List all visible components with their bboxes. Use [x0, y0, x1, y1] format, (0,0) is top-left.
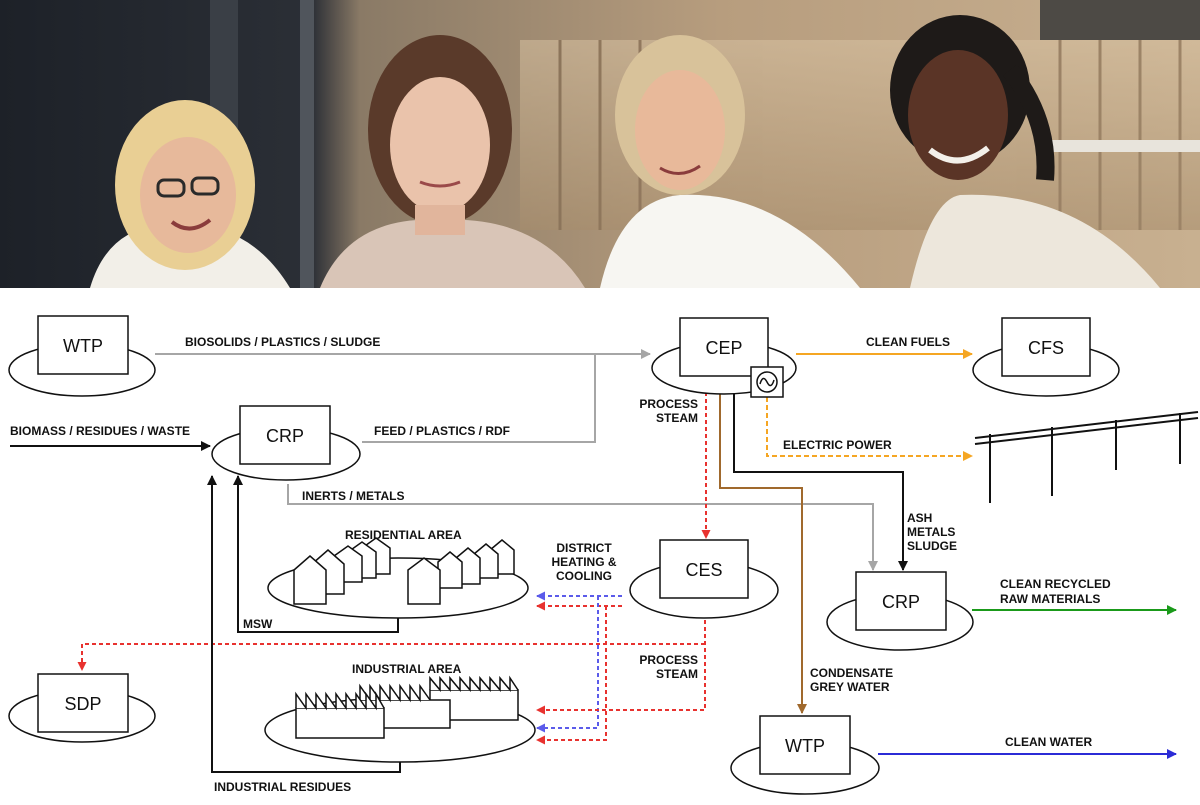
- label-condensate: CONDENSATE: [810, 666, 893, 680]
- flow-district-red-ind: [536, 606, 607, 745]
- node-ces[interactable]: CES: [629, 539, 779, 619]
- node-sdp[interactable]: SDP: [8, 673, 156, 743]
- label-sludge: SLUDGE: [907, 539, 957, 553]
- label-ash: ASH: [907, 511, 932, 525]
- label-clean-fuels: CLEAN FUELS: [866, 335, 950, 349]
- node-wtp-top[interactable]: WTP: [8, 315, 156, 397]
- node-label: WTP: [785, 736, 825, 756]
- label-industrial-area: INDUSTRIAL AREA: [352, 662, 462, 676]
- node-label: CFS: [1028, 338, 1064, 358]
- power-line-icon: [974, 411, 1199, 503]
- flow-lines: [10, 349, 1177, 773]
- person-1-figure: [90, 100, 290, 288]
- flow-condensate: [719, 370, 807, 714]
- label-msw: MSW: [243, 617, 273, 631]
- label-district-2: HEATING &: [551, 555, 616, 569]
- label-process-steam-top-2: STEAM: [656, 411, 698, 425]
- label-process-steam-top-1: PROCESS: [639, 397, 698, 411]
- flow-inerts: [287, 484, 878, 571]
- label-clean-recycled-1: CLEAN RECYCLED: [1000, 577, 1111, 591]
- flow-msw: [233, 475, 399, 633]
- label-clean-recycled-2: RAW MATERIALS: [1000, 592, 1100, 606]
- person-2-figure: [320, 35, 585, 288]
- node-crp-right[interactable]: CRP: [826, 571, 974, 651]
- person-4-figure: [890, 15, 1160, 288]
- node-label: SDP: [64, 694, 101, 714]
- generator-icon: [750, 366, 784, 398]
- node-label: CRP: [882, 592, 920, 612]
- label-district-1: DISTRICT: [556, 541, 612, 555]
- label-inerts-metals: INERTS / METALS: [302, 489, 404, 503]
- label-feed: FEED / PLASTICS / RDF: [374, 424, 510, 438]
- flow-feed: [362, 354, 596, 443]
- node-label: CRP: [266, 426, 304, 446]
- label-district-3: COOLING: [556, 569, 612, 583]
- label-process-steam-bottom-2: STEAM: [656, 667, 698, 681]
- person-3-figure: [600, 35, 860, 288]
- industrial-area: [264, 675, 536, 763]
- label-biomass: BIOMASS / RESIDUES / WASTE: [10, 424, 190, 438]
- node-label: WTP: [63, 336, 103, 356]
- flow-process-steam-bottom: [536, 620, 706, 715]
- factory-icons: [295, 675, 519, 739]
- process-flow-diagram: WTP CRP CEP CFS CES: [0, 288, 1200, 800]
- team-photo-illustration: [0, 0, 1200, 288]
- flow-electric-power: [766, 397, 973, 461]
- label-grey-water: GREY WATER: [810, 680, 890, 694]
- label-process-steam-bottom-1: PROCESS: [639, 653, 698, 667]
- flow-industrial-residues: [207, 475, 401, 773]
- label-metals: METALS: [907, 525, 955, 539]
- node-cfs[interactable]: CFS: [972, 317, 1120, 397]
- node-label: CEP: [705, 338, 742, 358]
- label-industrial-residues: INDUSTRIAL RESIDUES: [214, 780, 351, 794]
- label-biosolids: BIOSOLIDS / PLASTICS / SLUDGE: [185, 335, 380, 349]
- diagram-canvas: WTP CRP CEP CFS CES: [8, 315, 1199, 795]
- node-crp-left[interactable]: CRP: [211, 405, 361, 481]
- flow-steam-sdp: [77, 643, 705, 671]
- flow-labels: BIOSOLIDS / PLASTICS / SLUDGE BIOMASS / …: [10, 335, 1111, 794]
- flow-ash: [733, 362, 908, 571]
- header-photo: [0, 0, 1200, 288]
- label-residential-area: RESIDENTIAL AREA: [345, 528, 462, 542]
- flow-district-blue-ind: [536, 596, 599, 733]
- label-clean-water: CLEAN WATER: [1005, 735, 1092, 749]
- residential-area: [267, 537, 529, 619]
- node-label: CES: [685, 560, 722, 580]
- house-icons: [293, 537, 515, 605]
- node-wtp-bottom[interactable]: WTP: [730, 715, 880, 795]
- label-electric-power: ELECTRIC POWER: [783, 438, 892, 452]
